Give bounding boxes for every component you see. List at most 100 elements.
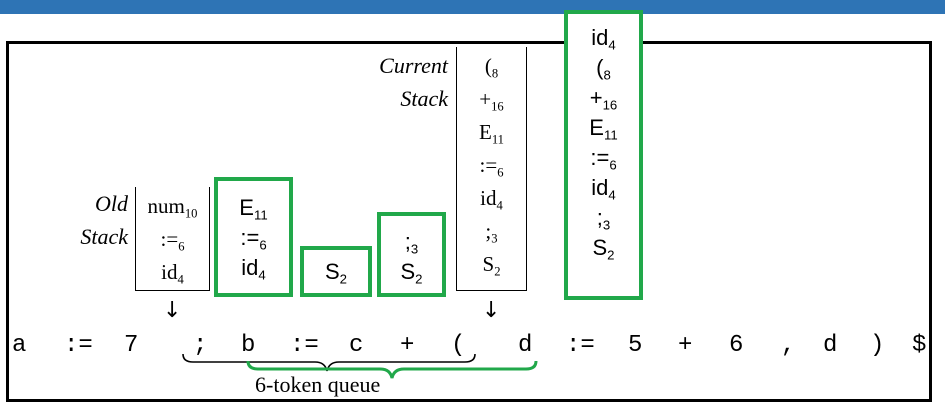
stack-state: 2	[339, 271, 348, 287]
stack-symbol: S	[324, 259, 340, 284]
stack-state: 11	[491, 132, 504, 147]
token: d	[823, 332, 838, 359]
stack-symbol: (	[596, 55, 604, 80]
stack-symbol: :=	[590, 145, 610, 170]
token: ,	[781, 332, 796, 359]
stack-entry: :=6	[135, 223, 210, 256]
stack-symbol: ;	[485, 219, 492, 243]
stack-symbol: id	[161, 260, 178, 284]
stack-symbol: id	[591, 175, 609, 200]
stack-entry: ;3	[564, 203, 643, 233]
stack-entry: id4	[135, 256, 210, 289]
stack-entry: num10	[135, 190, 210, 223]
diagram-frame	[6, 41, 932, 402]
stack-symbol: id	[591, 25, 609, 50]
stack-symbol: ;	[596, 205, 603, 230]
queue-brace-black	[182, 353, 476, 372]
stack-state: 3	[602, 217, 611, 233]
old-stack-arrow-icon: ↓	[163, 298, 182, 323]
stack-state: 4	[608, 37, 616, 53]
stack-entry: ;3	[377, 227, 446, 257]
stack-state: 6	[259, 237, 267, 253]
old-label-line1: Old	[95, 191, 128, 216]
token: (	[451, 332, 466, 359]
stack-entry: E11	[214, 193, 293, 223]
token: +	[678, 332, 693, 359]
stack-state: 16	[602, 97, 618, 113]
top-bar	[0, 0, 945, 14]
stack-symbol: ;	[404, 229, 411, 254]
current-stack-arrow-icon: ↓	[482, 298, 501, 323]
stack-state: 2	[415, 271, 423, 287]
stack-state: 10	[184, 206, 198, 221]
stack-state: 4	[496, 198, 503, 213]
stack-entry: S2	[377, 257, 446, 287]
stack-symbol: E	[589, 115, 604, 140]
token: a	[12, 332, 27, 359]
stack-symbol: E	[479, 120, 492, 144]
token: $	[912, 332, 927, 359]
green-stack-2: S2	[300, 257, 372, 287]
stack-entry: :=6	[456, 149, 527, 182]
stack-symbol: (	[484, 54, 492, 78]
stack-entry: :=6	[564, 143, 643, 173]
stack-entry: S2	[456, 248, 527, 281]
stack-symbol: id	[480, 186, 497, 210]
green-stack-box-1	[214, 177, 293, 297]
stack-symbol: :=	[160, 227, 179, 251]
current-stack-label: Current Stack	[340, 49, 448, 115]
stack-symbol: id	[241, 255, 259, 280]
green-stack-box-4	[564, 10, 643, 300]
token: )	[870, 332, 885, 359]
token: 7	[124, 332, 139, 359]
stack-symbol: num	[147, 194, 185, 218]
green-stack-box-3	[377, 212, 446, 297]
stack-state: 16	[491, 99, 504, 114]
token: 6	[729, 332, 744, 359]
stack-entry: (8	[564, 53, 643, 83]
token: :=	[64, 332, 93, 359]
stack-state: 6	[497, 165, 504, 180]
stack-entry: id4	[456, 182, 527, 215]
stack-symbol: +	[479, 87, 492, 111]
green-stack-box-2	[300, 246, 372, 297]
stack-state: 2	[607, 247, 615, 263]
token: ;	[193, 332, 208, 359]
token: b	[241, 332, 256, 359]
token: d	[518, 332, 533, 359]
token: +	[400, 332, 415, 359]
token: :=	[566, 332, 595, 359]
stack-entry: E11	[456, 116, 527, 149]
stack-symbol: E	[239, 195, 254, 220]
stack-entry: S2	[300, 257, 372, 287]
stack-symbol: +	[589, 85, 603, 110]
stack-entry: E11	[564, 113, 643, 143]
current-stack-box	[456, 47, 527, 291]
token: c	[349, 332, 364, 359]
stack-state: 4	[608, 187, 616, 203]
stack-state: 4	[177, 272, 184, 287]
stack-state: 6	[178, 239, 185, 254]
stack-state: 6	[609, 157, 617, 173]
old-stack-box	[135, 187, 210, 291]
current-label-line2: Stack	[400, 86, 448, 111]
stack-entry: id4	[564, 23, 643, 53]
old-stack-label: Old Stack	[40, 187, 128, 253]
stack-symbol: S	[592, 235, 608, 260]
stack-entry: S2	[564, 233, 643, 263]
stack-state: 2	[494, 264, 501, 279]
stack-symbol: S	[482, 252, 495, 276]
old-label-line2: Stack	[80, 224, 128, 249]
stack-entry: +16	[564, 83, 643, 113]
stack-state: 11	[253, 207, 268, 223]
stack-entry: id4	[564, 173, 643, 203]
queue-brace-green	[246, 360, 538, 379]
stack-symbol: S	[400, 259, 416, 284]
stack-entry: +16	[456, 83, 527, 116]
